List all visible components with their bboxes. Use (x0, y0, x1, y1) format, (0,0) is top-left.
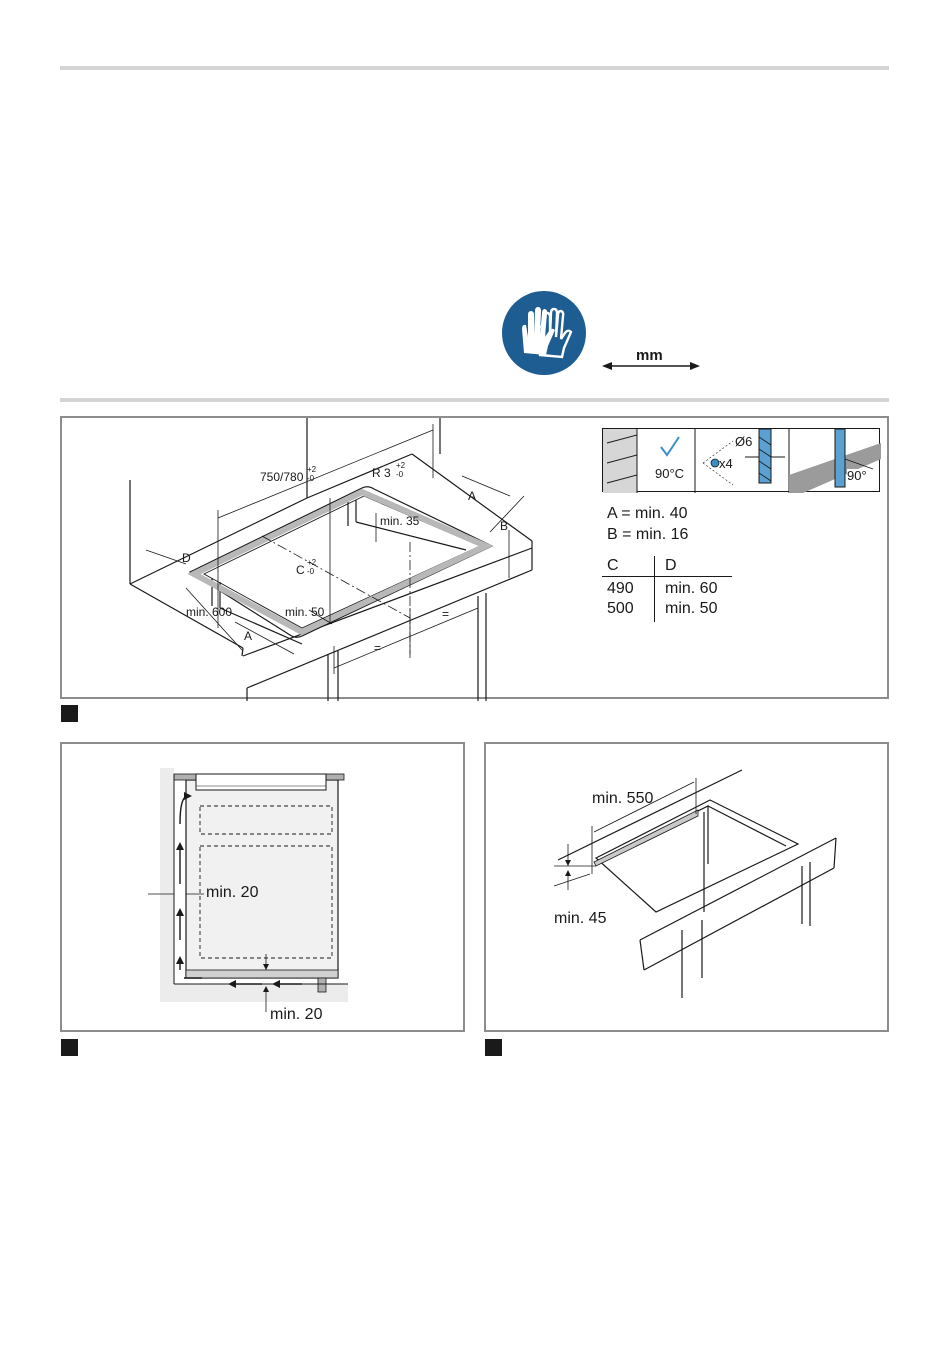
dim-c-tol-top: +2 (307, 559, 316, 567)
min-50: min. 50 (285, 606, 324, 619)
a-rule: A = min. 40 (607, 505, 688, 523)
table-cell: 500 (607, 600, 634, 618)
check-icon (661, 437, 679, 455)
table-cell: min. 50 (665, 600, 717, 618)
unit-double-arrow (0, 0, 950, 400)
figure-3-marker (485, 1039, 502, 1056)
figure-2-marker (61, 1039, 78, 1056)
cd-table: C D 490 min. 60 500 min. 50 (602, 556, 732, 622)
table-cell: 490 (607, 580, 634, 598)
strip-angle: 90° (847, 469, 867, 482)
figure-3-panel: min. 550 min. 45 (484, 742, 889, 1032)
dim-radius: R 3 (372, 467, 391, 480)
strip-drill: Ø6 (735, 435, 752, 448)
min-600: min. 600 (186, 606, 232, 619)
table-header-d: D (665, 557, 677, 575)
strip-temp: 90°C (655, 467, 684, 480)
label-a-top: A (468, 490, 476, 503)
equal-left: = (374, 642, 381, 655)
table-header-c: C (607, 557, 619, 575)
dim-width: 750/780 (260, 471, 303, 484)
min-35: min. 35 (380, 515, 419, 528)
figure-1-panel: 750/780 +2 -0 R 3 +2 -0 A B D min. 35 C … (60, 416, 889, 699)
table-cell: min. 60 (665, 580, 717, 598)
equal-right: = (442, 608, 449, 621)
b-rule: B = min. 16 (607, 526, 688, 544)
dim-radius-tol-bottom: -0 (396, 471, 403, 479)
dim-width-tol-bottom: -0 (307, 475, 314, 483)
strip-count: x4 (719, 457, 733, 470)
figure-3-drawing (486, 744, 891, 1034)
min-550: min. 550 (592, 790, 653, 808)
min-45: min. 45 (554, 910, 606, 928)
min-20-side: min. 20 (206, 884, 258, 902)
label-a-bottom: A (244, 630, 252, 643)
figure-2-drawing (62, 744, 467, 1034)
label-d: D (182, 552, 191, 565)
dim-c-tol-bottom: -0 (307, 568, 314, 576)
figure-1-marker (61, 705, 78, 722)
label-b: B (500, 520, 508, 533)
min-20-bottom: min. 20 (270, 1006, 322, 1024)
dim-c: C (296, 564, 305, 577)
instruction-strip: 90°C Ø6 x4 90° (602, 428, 880, 492)
dim-width-tol-top: +2 (307, 466, 316, 474)
figure-2-panel: min. 20 min. 20 (60, 742, 465, 1032)
dim-radius-tol-top: +2 (396, 462, 405, 470)
